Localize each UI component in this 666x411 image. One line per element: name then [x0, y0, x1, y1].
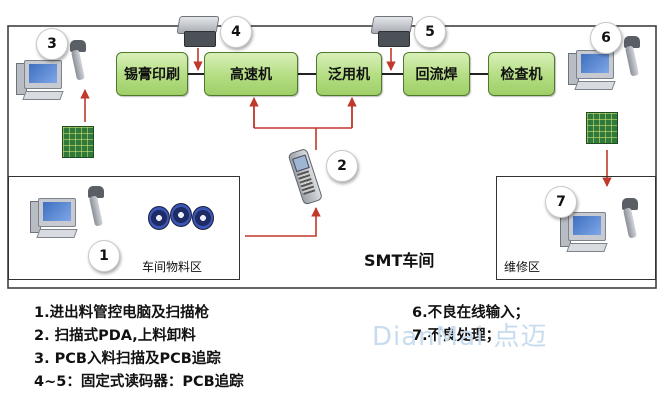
- fixed-reader-icon: [176, 16, 220, 48]
- legend-item-6: 6.不良在线输入；: [412, 305, 530, 321]
- arrow-warehouse-to-pda: [245, 207, 321, 237]
- legend-item-1: 1.进出料管控电脑及扫描枪: [34, 305, 210, 321]
- marker-5: 5: [414, 16, 446, 48]
- barcode-scanner-icon: [620, 36, 642, 80]
- legend-item-2: 2. 扫描式PDA,上料卸料: [34, 328, 196, 344]
- smt-workshop-label: SMT车间: [364, 251, 435, 270]
- pc-icon: [560, 210, 608, 258]
- legend-item-3: 3. PCB入料扫描及PCB追踪: [34, 351, 221, 367]
- repair-area-label: 维修区: [504, 260, 541, 274]
- step-inspection-machine: 检查机: [488, 52, 555, 96]
- step-high-speed-mounter: 高速机: [204, 52, 298, 96]
- barcode-scanner-icon: [66, 40, 88, 84]
- marker-1: 1: [88, 240, 120, 272]
- pcb-board-icon: [586, 112, 618, 144]
- repair-area-frame: [496, 176, 656, 280]
- pc-icon: [568, 48, 616, 96]
- warehouse-area-label: 车间物料区: [142, 260, 203, 274]
- watermark: DianMai 点迈: [372, 322, 548, 352]
- warehouse-area-frame: [8, 176, 240, 280]
- barcode-scanner-icon: [84, 186, 106, 230]
- marker-6: 6: [590, 22, 622, 54]
- barcode-scanner-icon: [618, 198, 640, 242]
- reel-icon: [148, 202, 216, 232]
- marker-4: 4: [220, 16, 252, 48]
- marker-7: 7: [545, 186, 577, 218]
- marker-3: 3: [36, 28, 68, 60]
- pc-icon: [30, 196, 78, 244]
- legend-item-4: 4~5：固定式读码器：PCB追踪: [34, 374, 244, 390]
- step-general-mounter: 泛用机: [316, 52, 382, 96]
- legend-item-7: 7.不良处理；: [412, 328, 501, 344]
- arrow-pda-feed: [253, 100, 353, 150]
- marker-2: 2: [326, 150, 358, 182]
- pc-icon: [16, 58, 64, 106]
- step-solder-paste-printing: 锡膏印刷: [116, 52, 188, 96]
- pcb-board-icon: [62, 126, 94, 158]
- step-reflow-soldering: 回流焊: [403, 52, 470, 96]
- smt-workshop-frame: [7, 25, 657, 289]
- fixed-reader-icon: [370, 16, 414, 48]
